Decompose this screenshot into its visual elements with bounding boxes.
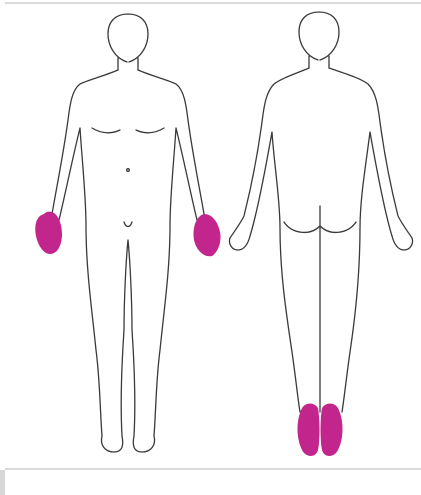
back-body-outline: [229, 68, 412, 412]
front-navel: [127, 169, 130, 172]
front-crotch: [124, 222, 132, 227]
front-left-hand-highlight: [193, 214, 220, 256]
front-head: [108, 14, 148, 62]
figure-panel: [0, 0, 421, 470]
front-chest-line: [92, 128, 164, 133]
back-head: [299, 12, 339, 60]
back-figure: [229, 12, 412, 456]
back-left-foot-highlight: [298, 404, 320, 457]
figure-caption: [8, 473, 421, 495]
front-right-hand-highlight: [35, 212, 62, 254]
back-right-foot-highlight: [321, 404, 343, 457]
front-body-outline: [44, 70, 212, 452]
body-map-diagram: [0, 0, 421, 470]
front-figure: [35, 14, 220, 452]
